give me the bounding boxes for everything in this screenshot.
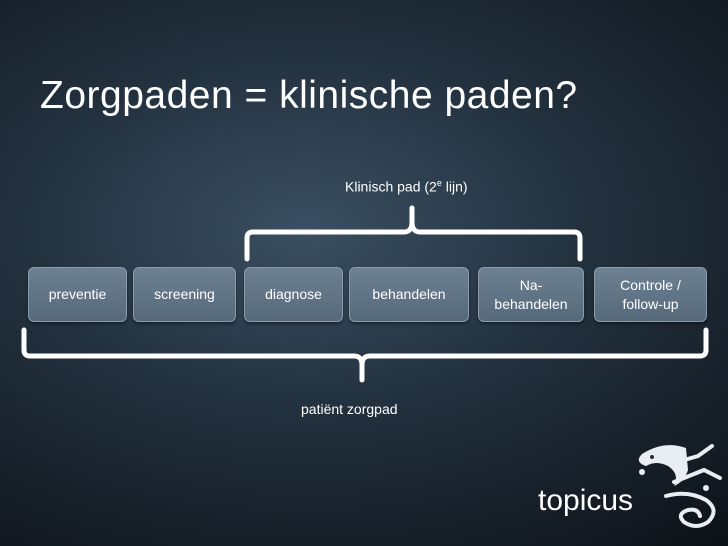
patient-zorgpad-label: patiënt zorgpad [301, 401, 398, 417]
gecko-logo-icon [638, 444, 722, 528]
step-preventie: preventie [28, 267, 127, 322]
klinisch-pad-label: Klinisch pad (2e lijn) [345, 178, 468, 195]
step-behandelen: behandelen [349, 267, 469, 322]
topicus-logo: topicus [538, 440, 723, 530]
step-diagnose: diagnose [244, 267, 343, 322]
step-controle-follow-up: Controle / follow-up [594, 267, 707, 322]
klinisch-pad-brace [244, 205, 583, 262]
slide-title: Zorgpaden = klinische paden? [40, 74, 578, 117]
logo-wordmark: topicus [538, 484, 634, 517]
step-screening: screening [133, 267, 236, 322]
patient-zorgpad-brace [21, 327, 709, 383]
step-na-behandelen: Na-behandelen [478, 267, 584, 322]
